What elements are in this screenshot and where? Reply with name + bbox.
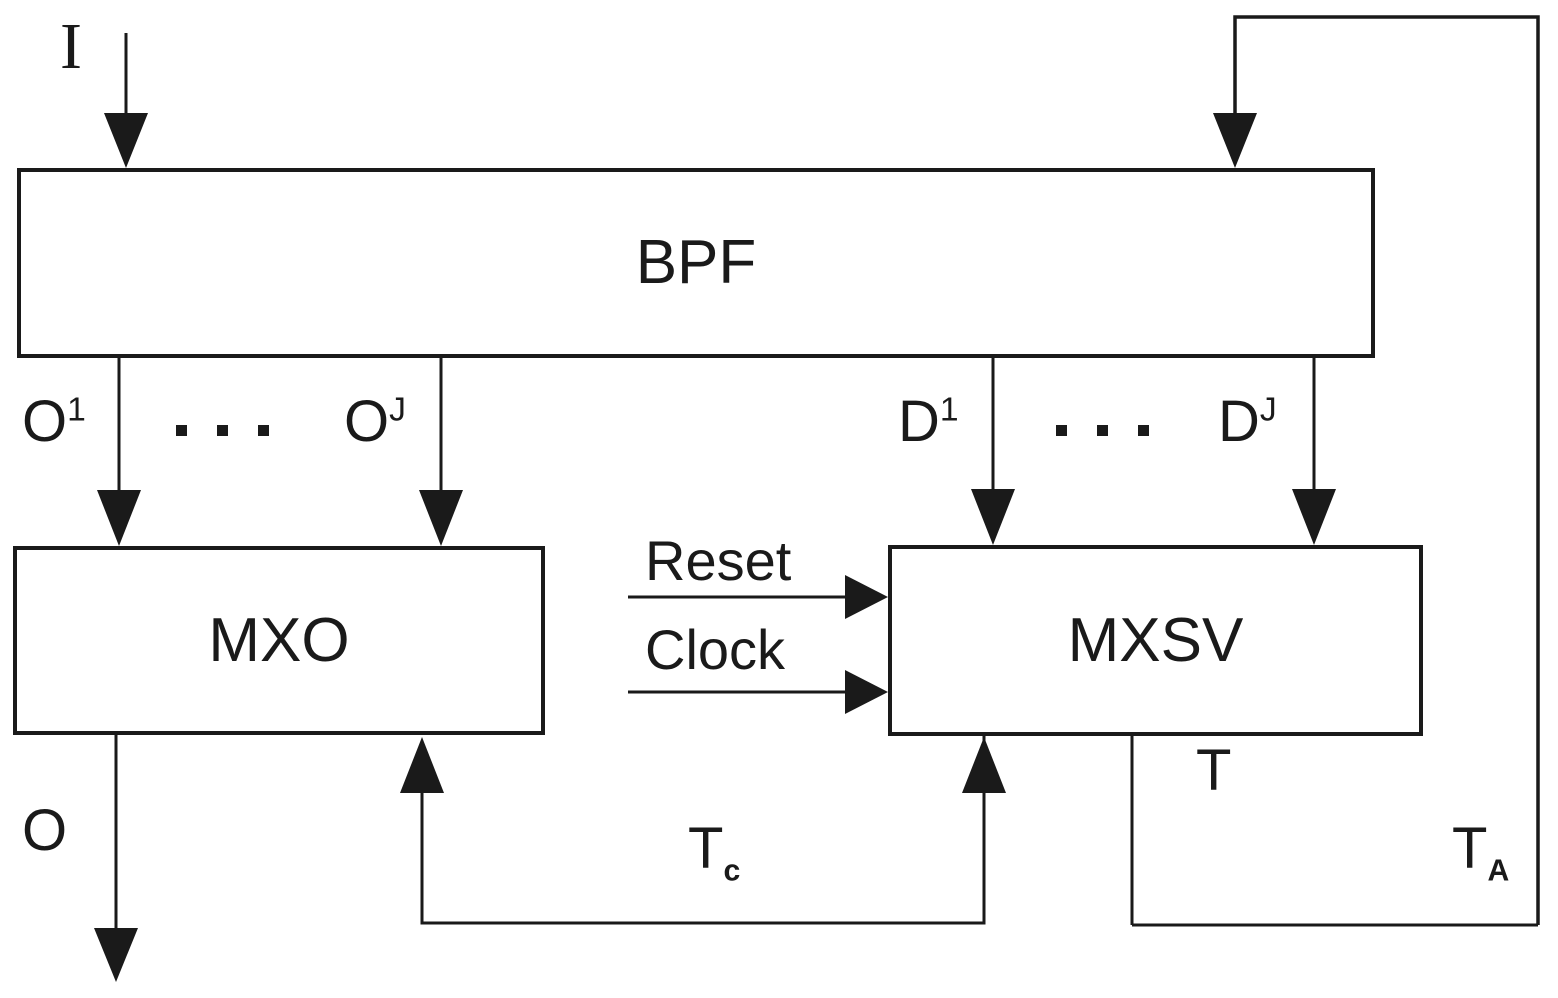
label-OJ: OJ [344,393,406,451]
block-bpf[interactable]: BPF [17,168,1375,358]
label-Tc-base: T [688,816,724,881]
wire-O1 [97,358,141,546]
wire-T [1130,736,1538,927]
label-OJ-superscript: J [389,391,406,429]
wire-D1 [971,358,1015,545]
block-mxo-label: MXO [208,605,350,675]
wire-clock [628,670,888,714]
label-input-I: I [60,10,82,83]
ellipsis-dot [217,425,228,436]
label-DJ: DJ [1218,393,1277,451]
ellipsis-dot [1056,425,1067,436]
label-reset: Reset [645,529,792,592]
label-TA-base: T [1452,816,1488,881]
block-mxsv[interactable]: MXSV [888,545,1423,736]
label-Tc: Tc [688,820,740,887]
wire-DJ [1292,358,1336,545]
block-mxo[interactable]: MXO [13,546,545,735]
label-Tc-subscript: c [723,854,741,888]
wire-input-I [104,33,148,168]
label-output-O: O [22,798,68,863]
label-O1-base: O [22,389,68,454]
label-O1-superscript: 1 [67,391,86,429]
label-TA-subscript: A [1487,854,1510,888]
wire-feedback-TA-top [1213,15,1540,925]
label-OJ-base: O [344,389,390,454]
label-DJ-superscript: J [1259,391,1277,429]
block-bpf-label: BPF [635,228,757,297]
label-D1-superscript: 1 [939,391,959,429]
label-DJ-base: D [1218,389,1260,454]
ellipsis-dot [176,425,187,436]
ellipsis-dot [258,425,269,436]
label-D1: D1 [898,393,959,451]
wire-OJ [419,358,463,546]
ellipsis-dot [1138,425,1149,436]
label-O1: O1 [22,393,86,451]
wire-Tc-feedback [400,736,1006,925]
wire-output-O [94,735,138,982]
label-T: T [1196,738,1232,803]
label-TA: TA [1452,820,1509,887]
ellipsis-bpf-outputs [176,425,269,436]
ellipsis-dot [1097,425,1108,436]
label-D1-base: D [898,389,940,454]
label-clock: Clock [645,618,786,681]
ellipsis-bpf-detections [1056,425,1149,436]
wire-reset [628,575,888,619]
block-mxsv-label: MXSV [1067,605,1244,675]
